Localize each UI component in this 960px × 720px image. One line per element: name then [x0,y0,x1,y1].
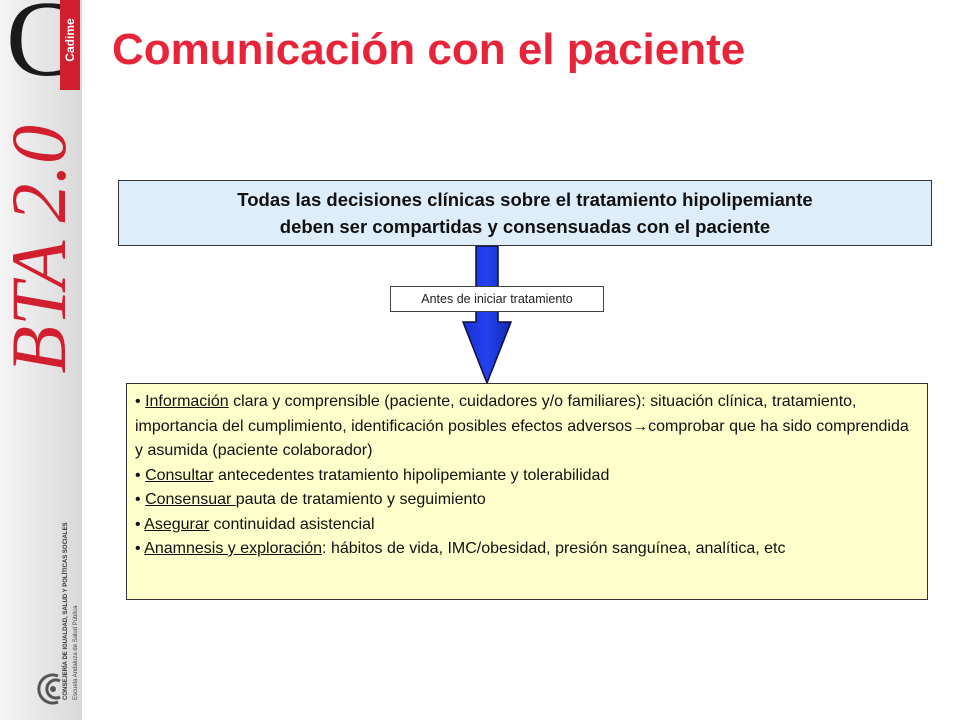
list-item-text: continuidad asistencial [209,515,375,533]
brand-sidebar: C Cadime BTA 2.0 Escuela Andaluza de Sal… [0,0,82,720]
list-item-key: Asegurar [144,515,210,533]
list-item-text: pauta de tratamiento y seguimiento [235,491,486,508]
list-item-key: Información [145,393,229,410]
list-item: • Consultar antecedentes tratamiento hip… [135,466,610,484]
junta-andalucia-seal-icon [37,673,61,705]
list-item-key: Consultar [145,466,214,484]
list-item-key: Anamnesis y exploración [144,540,323,557]
down-arrow-icon [462,246,512,384]
page-title: Comunicación con el paciente [112,25,746,74]
list-item: • Información clara y comprensible (paci… [135,393,909,459]
decision-line-1: Todas las decisiones clínicas sobre el t… [237,189,813,210]
list-item-key: Consensuar [145,491,236,508]
decision-line-2: deben ser compartidas y consensuadas con… [279,216,771,237]
list-item: • Anamnesis y exploración: hábitos de vi… [135,540,786,557]
series-wordmark: BTA 2.0 [0,125,82,374]
org-line-1: Escuela Andaluza de Salud Pública [73,605,79,700]
list-item-text: : hábitos de vida, IMC/obesidad, presión… [322,540,786,557]
org-line-2: CONSEJERÍA DE IGUALDAD, SALUD Y POLÍTICA… [63,522,69,700]
before-treatment-label: Antes de iniciar tratamiento [390,286,604,312]
list-item: • Asegurar continuidad asistencial [135,515,375,533]
list-item-text: clara y comprensible (paciente, cuidador… [135,393,909,459]
list-item-text: antecedentes tratamiento hipolipemiante … [213,466,610,484]
list-item: • Consensuar pauta de tratamiento y segu… [135,491,486,508]
cadime-logo-bar [60,0,80,90]
decision-box: Todas las decisiones clínicas sobre el t… [118,180,932,246]
cadime-logo-word: Cadime [63,18,77,62]
recommendations-box: • Información clara y comprensible (paci… [126,383,928,600]
